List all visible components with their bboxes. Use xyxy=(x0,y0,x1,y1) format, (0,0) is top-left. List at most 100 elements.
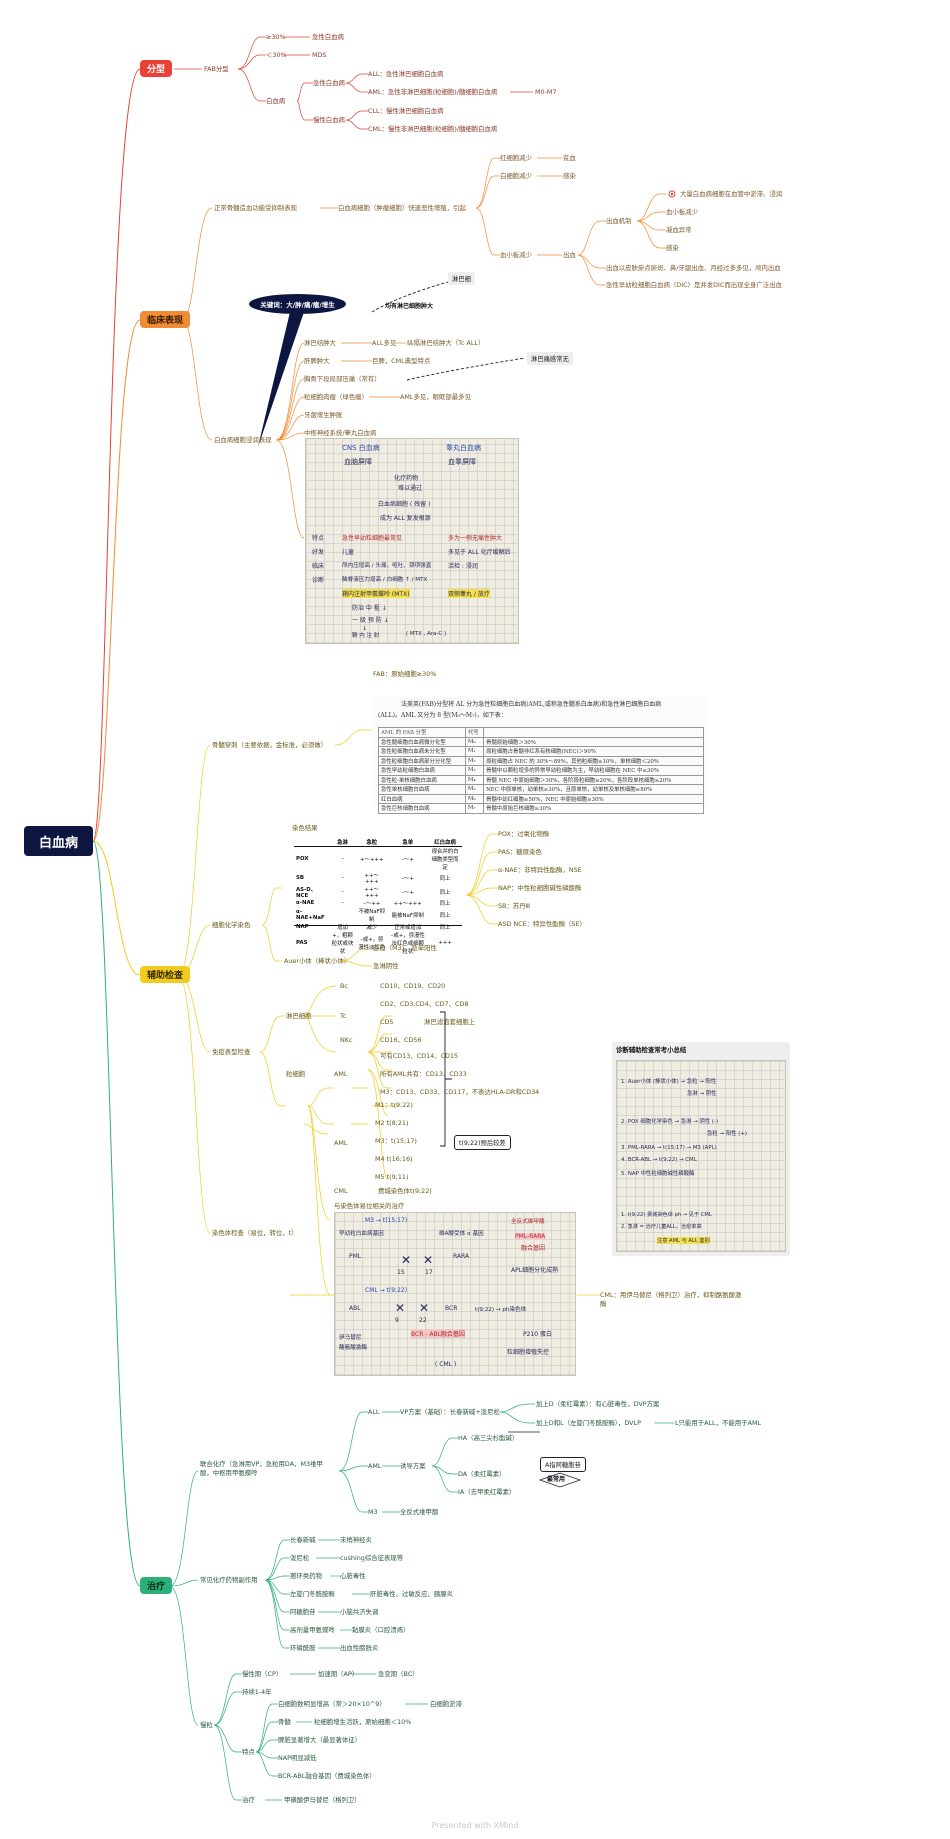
node-mech-2[interactable]: 血小板减少 xyxy=(666,208,698,216)
node-anemia[interactable]: 贫血 xyxy=(563,154,576,162)
node-combo[interactable]: 联合化疗（急淋用VP，急粒用DA，M3维甲 xyxy=(200,1460,323,1468)
node-vp2b[interactable]: L只能用于ALL，不能用于AML xyxy=(675,1419,762,1427)
side-drug[interactable]: 泼尼松 xyxy=(290,1554,310,1562)
node-f2[interactable]: 骨髓 xyxy=(278,1718,291,1726)
node-cd5[interactable]: CD5 xyxy=(380,1018,394,1026)
node-immuno[interactable]: 免疫表型检查 xyxy=(212,1048,251,1056)
node-granu[interactable]: 粒细胞 xyxy=(286,1070,306,1078)
node-vp2[interactable]: 加上D和L（左旋门冬酰胺酶），DVLP xyxy=(536,1419,641,1427)
node-vp1[interactable]: 加上D（柔红霉素）：有心脏毒性，DVP方案 xyxy=(536,1400,660,1408)
node-cd5-v[interactable]: 淋巴滤泡套细胞上 xyxy=(424,1018,476,1026)
node-infiltration[interactable]: 白血病细胞浸润表现 xyxy=(214,436,272,444)
side-effect[interactable]: 末梢神经炎 xyxy=(340,1536,372,1544)
node-infection[interactable]: 感染 xyxy=(563,172,576,180)
node-m4[interactable]: M4 t(16;16) xyxy=(375,1155,413,1163)
node-treat-m3[interactable]: M3 xyxy=(368,1508,378,1516)
node-granulo[interactable]: 粒细胞肉瘤（绿色瘤） xyxy=(304,393,368,401)
node-mds[interactable]: MDS xyxy=(312,51,327,59)
node-dur[interactable]: 持续1-4年 xyxy=(242,1688,272,1696)
node-treat-aml[interactable]: AML xyxy=(368,1462,382,1470)
node-acute-leukemia[interactable]: 急性白血病 xyxy=(312,33,344,41)
node-m2[interactable]: M2 t(8;21) xyxy=(375,1119,409,1127)
node-cns[interactable]: 中枢神经系统/睾丸白血病 xyxy=(304,429,377,437)
node-blast[interactable]: 急变期（BC） xyxy=(378,1670,419,1678)
node-fab[interactable]: FAB分型 xyxy=(204,65,229,73)
node-cll[interactable]: CLL：慢性淋巴细胞白血病 xyxy=(368,107,444,115)
node-bc-v[interactable]: CD10、CD19、CD20 xyxy=(380,982,446,990)
side-effect[interactable]: cushing综合征表现等 xyxy=(340,1554,404,1562)
node-chrom-aml[interactable]: AML xyxy=(334,1139,348,1147)
legend-nae[interactable]: α-NAE：非特异性酯酶，NSE xyxy=(498,866,582,874)
node-gum[interactable]: 牙龈增生肿胀 xyxy=(304,411,343,419)
node-phase[interactable]: 慢性期（CP） xyxy=(242,1670,283,1678)
node-m1[interactable]: M1：t(9;22) xyxy=(375,1101,413,1109)
node-aml-v3[interactable]: M3：CD13、CD33、CD117，不表达HLA-DR和CD34 xyxy=(380,1088,540,1096)
node-ia[interactable]: IA（去甲柔红霉素） xyxy=(458,1488,516,1496)
side-drug[interactable]: 阿糖胞苷 xyxy=(290,1608,316,1616)
node-auer1[interactable]: 急粒（M3），急单阳性 xyxy=(373,944,437,952)
node-plt[interactable]: 血小板减少 xyxy=(500,251,532,259)
legend-asd[interactable]: ASD NCE：特异性酯酶（SE） xyxy=(498,920,586,928)
node-induction[interactable]: 诱导方案 xyxy=(400,1462,426,1470)
node-m0m7[interactable]: M0-M7 xyxy=(535,88,557,96)
side-effect[interactable]: 心脏毒性 xyxy=(340,1572,366,1580)
node-cml[interactable]: CML：慢性非淋巴细胞(粒细胞)/髓细胞白血病 xyxy=(368,125,498,133)
node-marrow[interactable]: 骨髓穿刺（主要依据，金标准，必须做） xyxy=(212,741,328,749)
node-cure-v[interactable]: 甲磺酸伊马替尼（格列卫） xyxy=(284,1796,361,1804)
node-bc[interactable]: Bc xyxy=(340,982,348,990)
node-all[interactable]: ALL：急性淋巴细胞白血病 xyxy=(368,70,444,78)
node-cml-treat[interactable]: CML：用伊马替尼（格列卫）治疗，抑制酪氨酸激 xyxy=(600,1291,742,1299)
node-dax[interactable]: DA（柔红霉素） xyxy=(458,1470,506,1478)
node-aml[interactable]: AML：急性非淋巴细胞(粒细胞)/髓细胞白血病 xyxy=(368,88,498,96)
node-gte30[interactable]: ≥30% xyxy=(266,33,286,41)
node-f2b[interactable]: 粒细胞增生活跃，原始细胞＜10% xyxy=(314,1718,412,1726)
node-granulo-note[interactable]: AML多见，眼眶部最多见 xyxy=(400,393,471,401)
side-effect[interactable]: 肝脏毒性、过敏反应、胰腺炎 xyxy=(370,1590,454,1598)
node-tc-v[interactable]: CD2、CD3,CD4、CD7、CD8 xyxy=(380,1000,469,1008)
node-m3[interactable]: M3：t(15;17) xyxy=(375,1137,417,1145)
side-effect[interactable]: 黏膜炎（口腔溃疡） xyxy=(352,1626,410,1634)
category-classify[interactable]: 分型 xyxy=(140,60,173,77)
node-bleed-site[interactable]: 出血以皮肤瘀点瘀斑、鼻/牙龈出血、月经过多多见，颅内出血 xyxy=(606,264,781,272)
node-cytochem[interactable]: 细胞化学染色 xyxy=(212,921,251,929)
side-drug[interactable]: 环磷酰胺 xyxy=(290,1644,316,1652)
node-fab-blast[interactable]: FAB：原始细胞≥30% xyxy=(373,670,437,678)
node-f1[interactable]: 白细胞数明显增高（常＞20×10^9） xyxy=(278,1700,386,1708)
node-ha[interactable]: HA（高三尖杉酯碱） xyxy=(458,1434,519,1442)
node-vp[interactable]: VP方案（基础）：长春新碱+泼尼松 xyxy=(400,1408,500,1416)
node-tc[interactable]: Tc xyxy=(340,1012,347,1020)
node-mech[interactable]: 出血机制 xyxy=(606,217,632,225)
node-normal-suppression[interactable]: 正常骨髓造血功能受抑制表现 xyxy=(214,204,298,212)
node-auer2[interactable]: 急淋阴性 xyxy=(373,962,399,970)
node-mech-3[interactable]: 凝血异常 xyxy=(666,226,692,234)
node-f1b[interactable]: 白细胞淤滞 xyxy=(430,1700,462,1708)
node-chronic-cml[interactable]: 慢粒 xyxy=(200,1721,213,1729)
legend-pox[interactable]: POX：过氧化物酶 xyxy=(498,830,550,838)
legend-nap[interactable]: NAP：中性粒细胞碱性磷酸酶 xyxy=(498,884,582,892)
box-a-cytarabine[interactable]: A指阿糖胞苷 xyxy=(540,1457,586,1472)
legend-sb[interactable]: SB：苏丹Ⅲ xyxy=(498,902,531,910)
node-prolif[interactable]: 白血病细胞（肿瘤细胞）快速恶性增殖，引起 xyxy=(338,204,466,212)
node-chrom-cml[interactable]: CML xyxy=(334,1187,348,1195)
node-mech-1[interactable]: 大量白血病细胞在血管中淤滞、浸润 xyxy=(680,190,783,198)
node-chrom-cml-v[interactable]: 费城染色体t(9;22) xyxy=(378,1187,432,1195)
node-f3[interactable]: 脾脏显著增大（最显著体征） xyxy=(278,1736,362,1744)
box-t922[interactable]: t(9;22)预后较差 xyxy=(454,1135,511,1150)
node-combo-2[interactable]: 酸，中枢用甲氨蝶呤 xyxy=(200,1469,258,1477)
node-sternal[interactable]: 胸骨下段局部压痛（常有） xyxy=(304,375,381,383)
node-wbc[interactable]: 白细胞减少 xyxy=(500,172,532,180)
node-nkc-v[interactable]: CD16、CD56 xyxy=(380,1036,422,1044)
node-side[interactable]: 常见化疗药物副作用 xyxy=(200,1576,258,1584)
node-cml-treat-2[interactable]: 酶 xyxy=(600,1300,607,1308)
category-clinical[interactable]: 临床表现 xyxy=(140,311,191,328)
node-lt30[interactable]: ＜30% xyxy=(266,51,287,59)
node-nkc[interactable]: NKc xyxy=(340,1036,353,1044)
node-treat-all[interactable]: ALL xyxy=(368,1408,380,1416)
root-node[interactable]: 白血病 xyxy=(24,826,93,856)
side-drug[interactable]: 高剂量甲氨蝶呤 xyxy=(290,1626,335,1634)
node-hsm[interactable]: 肝脾肿大 xyxy=(304,357,330,365)
node-mech-4[interactable]: 感染 xyxy=(666,244,679,252)
node-cure[interactable]: 治疗 xyxy=(242,1796,255,1804)
node-chrom[interactable]: 染色体检查（易位，转位，t） xyxy=(212,1229,298,1237)
node-feature[interactable]: 特点 xyxy=(242,1748,255,1756)
